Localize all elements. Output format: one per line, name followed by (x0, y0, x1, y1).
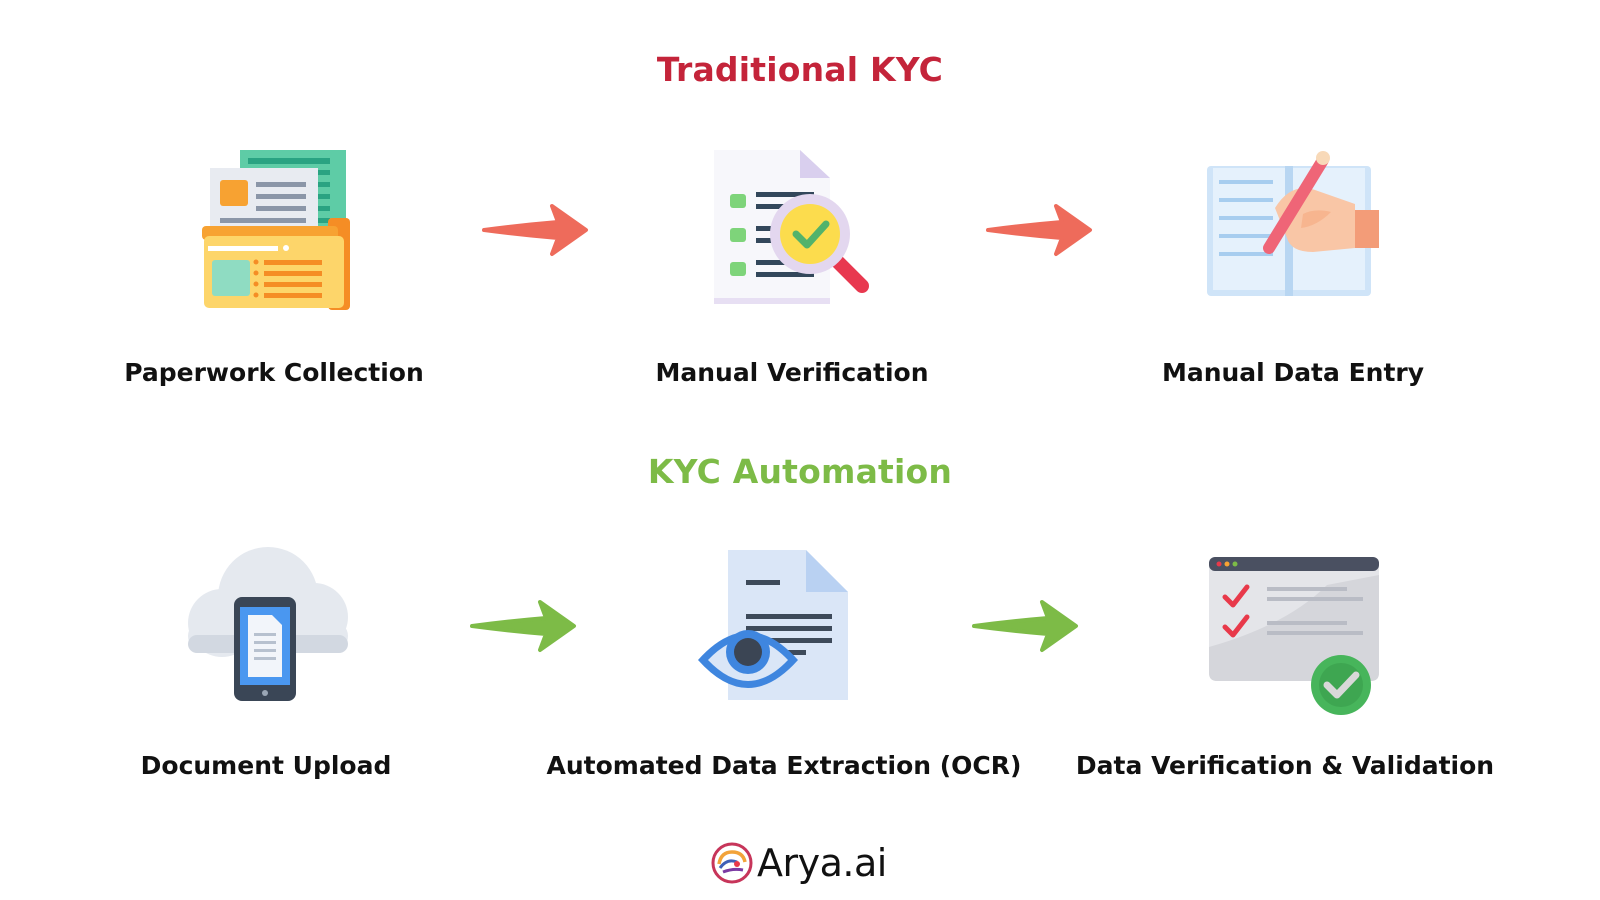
step-manual-verification-label: Manual Verification (655, 358, 929, 387)
arrow-right-icon (470, 600, 576, 652)
brand-name: Arya.ai (757, 841, 887, 885)
hand-pencil-book-icon (1207, 151, 1379, 296)
paperwork-folder-icon (202, 150, 350, 310)
browser-check-icon (1209, 557, 1379, 715)
kyc-automation-title: KYC Automation (647, 452, 953, 491)
step-data-verification-validation-label: Data Verification & Validation (1075, 751, 1495, 780)
brain-logo-icon (711, 842, 753, 884)
document-eye-icon (698, 550, 848, 700)
brand-logo: Arya.ai (711, 838, 887, 888)
step-automated-data-extraction-label: Automated Data Extraction (OCR) (546, 751, 1022, 780)
step-manual-data-entry-label: Manual Data Entry (1161, 358, 1425, 387)
cloud-phone-upload-icon (188, 547, 348, 701)
checklist-magnifier-icon (714, 150, 869, 304)
traditional-kyc-title: Traditional KYC (656, 50, 944, 89)
step-document-upload-label: Document Upload (140, 751, 392, 780)
arrow-right-icon (482, 204, 588, 256)
step-paperwork-collection-label: Paperwork Collection (124, 358, 424, 387)
arrow-right-icon (986, 204, 1092, 256)
arrow-right-icon (972, 600, 1078, 652)
